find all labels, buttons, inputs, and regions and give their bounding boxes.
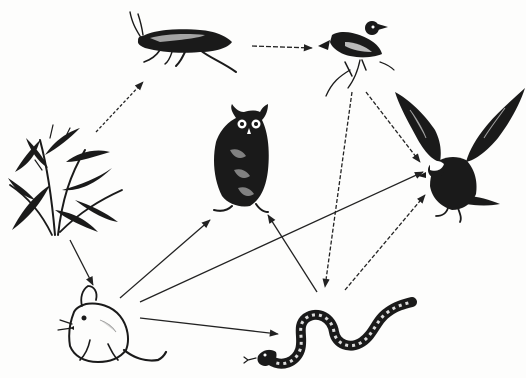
arrow-grass-to-grasshopper xyxy=(96,82,143,132)
grass-plant-icon xyxy=(8,125,122,235)
arrow-mouse-to-snake xyxy=(140,318,278,334)
arrow-snake-to-owl xyxy=(268,215,317,292)
grasshopper-icon xyxy=(130,12,236,72)
arrow-mouse-to-owl xyxy=(120,220,210,298)
arrow-grass-to-mouse xyxy=(70,240,93,285)
arrow-bird-to-snake xyxy=(325,92,352,287)
arrow-grasshopper-to-bird xyxy=(252,46,312,48)
owl-icon xyxy=(214,104,269,212)
arrow-snake-to-hawk xyxy=(345,195,425,290)
snake-icon xyxy=(244,302,412,366)
small-bird-icon xyxy=(318,21,394,96)
